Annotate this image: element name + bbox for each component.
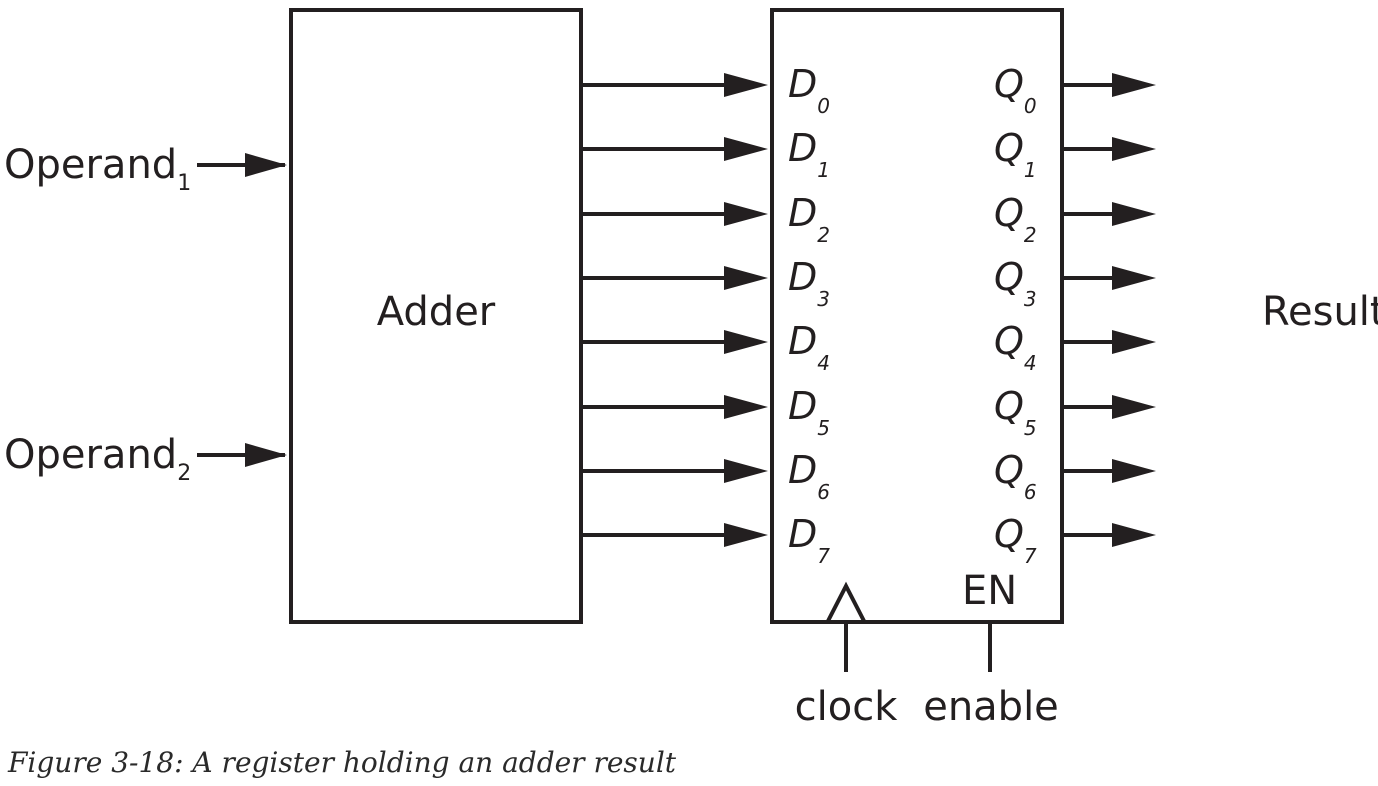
d-pin-label-4: D4	[788, 319, 830, 375]
adder-block	[289, 8, 583, 624]
data-line-4	[581, 330, 768, 354]
svg-text:Operand2: Operand2	[4, 432, 191, 486]
output-line-1	[1062, 137, 1156, 161]
operand2-arrowhead	[245, 443, 287, 467]
operand2-subscript: 2	[177, 461, 191, 486]
q-pin-label-7: Q7	[994, 512, 1037, 568]
clock-label: clock	[795, 684, 899, 730]
d-pin-label-5: D5	[788, 384, 830, 440]
d-pin-label-1: D1	[788, 126, 830, 182]
operand2-input: Operand2	[4, 432, 287, 486]
data-line-6	[581, 459, 768, 483]
q-pin-label-6: Q6	[994, 448, 1037, 504]
clock-edge-symbol	[826, 581, 866, 622]
operand1-subscript: 1	[177, 171, 191, 196]
output-line-5	[1062, 395, 1156, 419]
operand1-input: Operand1	[4, 142, 287, 196]
operand1-arrowhead	[245, 153, 287, 177]
d-pin-label-2: D2	[788, 191, 830, 247]
d-pin-label-0: D0	[788, 62, 830, 118]
enable-pin-label: EN	[962, 568, 1017, 614]
data-line-2	[581, 202, 768, 226]
q-pin-label-3: Q3	[994, 255, 1037, 311]
q-pin-label-2: Q2	[994, 191, 1037, 247]
q-pin-label-4: Q4	[994, 319, 1037, 375]
result-label: Result	[1262, 289, 1378, 335]
data-line-3	[581, 266, 768, 290]
operand1-label: Operand	[4, 142, 177, 188]
output-line-6	[1062, 459, 1156, 483]
output-line-0	[1062, 73, 1156, 97]
output-line-7	[1062, 523, 1156, 547]
q-pin-label-1: Q1	[994, 126, 1037, 182]
register-block	[770, 8, 1064, 624]
output-line-3	[1062, 266, 1156, 290]
data-line-7	[581, 523, 768, 547]
output-line-4	[1062, 330, 1156, 354]
data-line-5	[581, 395, 768, 419]
q-pin-label-0: Q0	[994, 62, 1037, 118]
data-line-0	[581, 73, 768, 97]
d-pin-label-6: D6	[788, 448, 830, 504]
adder-label: Adder	[377, 289, 496, 335]
operand2-label: Operand	[4, 432, 177, 478]
d-pin-label-7: D7	[788, 512, 830, 568]
data-line-1	[581, 137, 768, 161]
output-line-2	[1062, 202, 1156, 226]
svg-text:Operand1: Operand1	[4, 142, 191, 196]
figure-caption: Figure 3-18: A register holding an adder…	[8, 746, 677, 779]
q-pin-label-5: Q5	[994, 384, 1037, 440]
adder-to-register-lines	[581, 73, 768, 547]
d-pin-label-3: D3	[788, 255, 830, 311]
register-output-lines	[1062, 73, 1156, 547]
enable-label: enable	[923, 684, 1059, 730]
